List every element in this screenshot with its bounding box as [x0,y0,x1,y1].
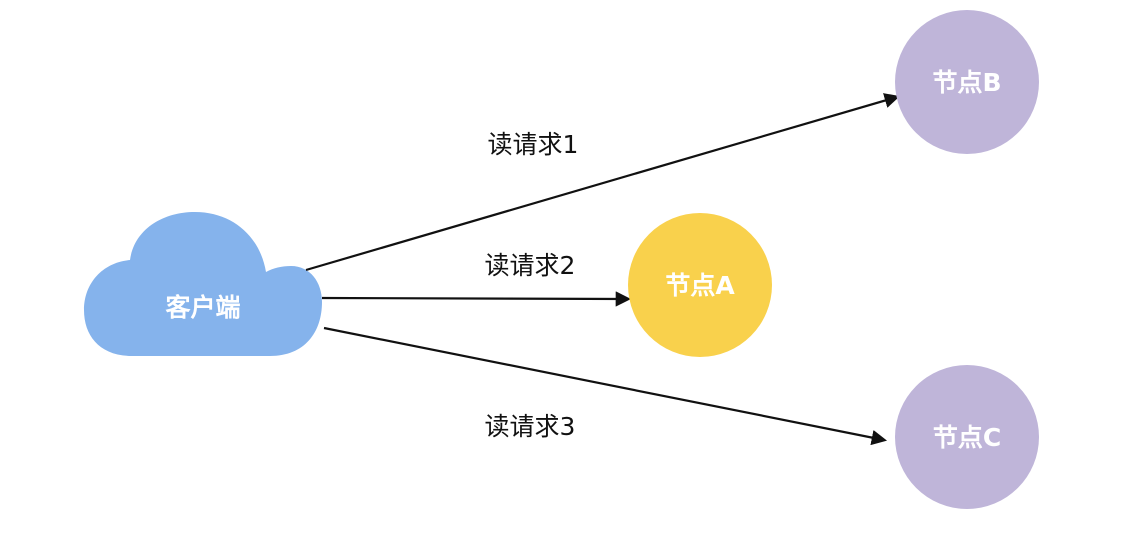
edge-label-2: 读请求2 [485,251,576,280]
node-c-circle [895,365,1039,509]
edge-to-node-b [305,93,900,272]
node-b-circle [895,10,1039,154]
edge-label-1: 读请求1 [488,130,579,159]
node-b-label: 节点B [932,68,1001,97]
edge-to-node-c [323,326,888,446]
client-cloud-shape [84,212,322,356]
client-cloud: 客户端 [84,212,322,356]
node-a-label: 节点A [665,271,735,300]
edge-to-node-a-line [321,291,632,307]
node-c-label: 节点C [933,423,1001,452]
edge-to-node-b-line [305,93,900,272]
node-c: 节点C [895,365,1039,509]
node-b: 节点B [895,10,1039,154]
edge-to-node-a [321,291,632,307]
node-a-circle [628,213,772,357]
node-a: 节点A [628,213,772,357]
edge-to-node-c-line [323,326,888,446]
edge-label-3: 读请求3 [485,412,576,441]
client-label: 客户端 [165,293,240,322]
